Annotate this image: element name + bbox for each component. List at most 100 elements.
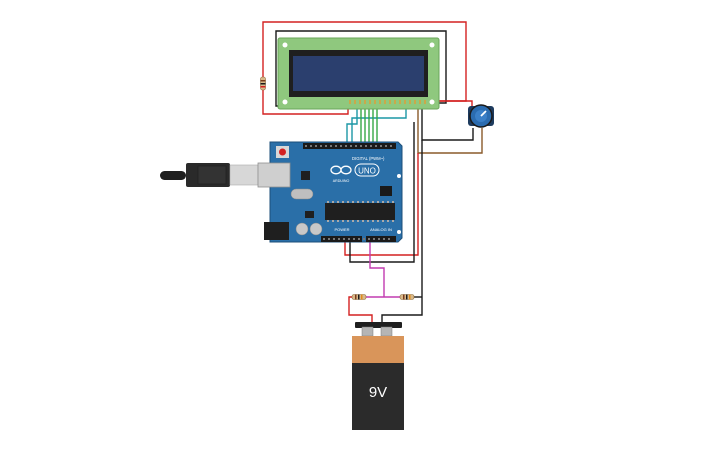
header-pin (335, 145, 337, 147)
usb-cable[interactable] (160, 163, 259, 187)
lcd-pin (419, 100, 421, 104)
chip-pin (342, 220, 344, 222)
resistor-band (409, 294, 411, 300)
chip-pin (332, 220, 334, 222)
board-mount-hole (397, 174, 401, 178)
lcd-pin (379, 100, 381, 104)
battery-snap-bar (355, 322, 402, 328)
resistor-band (260, 86, 266, 88)
small-chip (305, 211, 314, 218)
battery-top-band (352, 336, 404, 363)
analog-header-label: ANALOG IN (370, 227, 392, 232)
header-pin (333, 238, 335, 240)
lcd-mount-hole (282, 42, 288, 48)
usb-port[interactable] (257, 162, 291, 188)
lcd-pin (404, 100, 406, 104)
power-header[interactable] (321, 236, 362, 242)
header-pin (355, 145, 357, 147)
arduino-uno-board[interactable]: DIGITAL (PWM~) POWER ANALOG IN UNO ARDUI… (257, 141, 403, 243)
resistor-divider-1[interactable] (351, 294, 367, 300)
chip-pin (342, 201, 344, 203)
header-pin (345, 145, 347, 147)
chip-pin (362, 220, 364, 222)
header-pin (328, 238, 330, 240)
battery-body (352, 363, 404, 430)
chip-pin (327, 201, 329, 203)
potentiometer[interactable] (468, 104, 494, 128)
chip-pin (392, 201, 394, 203)
lcd-pin (414, 100, 416, 104)
usb-connector-grip (197, 165, 227, 185)
header-pin (360, 145, 362, 147)
battery-terminal-positive[interactable] (361, 326, 374, 337)
digital-header-pins (305, 145, 392, 147)
lcd-mount-hole (429, 99, 435, 105)
wire-red-vcc-long[interactable] (344, 153, 419, 256)
lcd-pin (384, 100, 386, 104)
header-pin (348, 238, 350, 240)
wire-black-gnd-board[interactable] (349, 122, 415, 263)
chip-pin (392, 220, 394, 222)
lcd-display[interactable] (277, 37, 440, 110)
resistor-band (355, 294, 357, 300)
wire-black-gnd-long[interactable] (381, 140, 423, 325)
lcd-pin (364, 100, 366, 104)
header-pin (365, 145, 367, 147)
lcd-pin (399, 100, 401, 104)
crystal (290, 188, 314, 200)
header-pin (310, 145, 312, 147)
chip-pin (352, 220, 354, 222)
header-pin (378, 238, 380, 240)
header-pin (305, 145, 307, 147)
lcd-mount-hole (429, 42, 435, 48)
wire-black-pot[interactable] (421, 103, 474, 141)
usb-chip (301, 171, 310, 180)
chip-pin (332, 201, 334, 203)
chip-pin (327, 220, 329, 222)
chip-pin (387, 201, 389, 203)
bottom-header-pins (323, 238, 390, 240)
chip-pin (362, 201, 364, 203)
resistor-band (403, 294, 405, 300)
lcd-pin (394, 100, 396, 104)
uno-badge (354, 163, 380, 177)
chip-pin (357, 220, 359, 222)
lcd-pin (424, 100, 426, 104)
resistor-lcd-backlight[interactable] (260, 76, 266, 91)
header-pin (353, 238, 355, 240)
lcd-pin (409, 100, 411, 104)
header-pin (383, 238, 385, 240)
wire-brown-wiper[interactable] (417, 103, 483, 154)
wire-red-battery[interactable] (348, 296, 373, 325)
power-header-label: POWER (334, 227, 349, 232)
board-mount-hole (397, 230, 401, 234)
pot-indicator (480, 110, 487, 117)
chip-pin (387, 220, 389, 222)
resistor-band (260, 83, 266, 85)
resistor-band (361, 294, 363, 300)
lcd-pin (354, 100, 356, 104)
wire-teal-2[interactable] (351, 103, 407, 143)
analog-header[interactable] (366, 236, 396, 242)
header-pin (368, 238, 370, 240)
header-pin (323, 238, 325, 240)
header-pin (380, 145, 382, 147)
header-pin (320, 145, 322, 147)
chip-pin (347, 220, 349, 222)
digital-header[interactable] (303, 143, 396, 149)
chip-pin (347, 201, 349, 203)
lcd-pin (359, 100, 361, 104)
header-pin (338, 238, 340, 240)
reset-button[interactable] (279, 148, 286, 156)
header-pin (375, 145, 377, 147)
header-pin (373, 238, 375, 240)
resistor-band (358, 294, 360, 300)
power-jack[interactable] (264, 222, 289, 240)
chip-pin (377, 201, 379, 203)
lcd-mount-hole (282, 99, 288, 105)
battery-terminal-negative[interactable] (380, 326, 393, 337)
wire-magenta-analog[interactable] (369, 240, 385, 297)
battery-9v[interactable]: 9V (352, 322, 404, 430)
resistor-divider-2[interactable] (399, 294, 415, 300)
